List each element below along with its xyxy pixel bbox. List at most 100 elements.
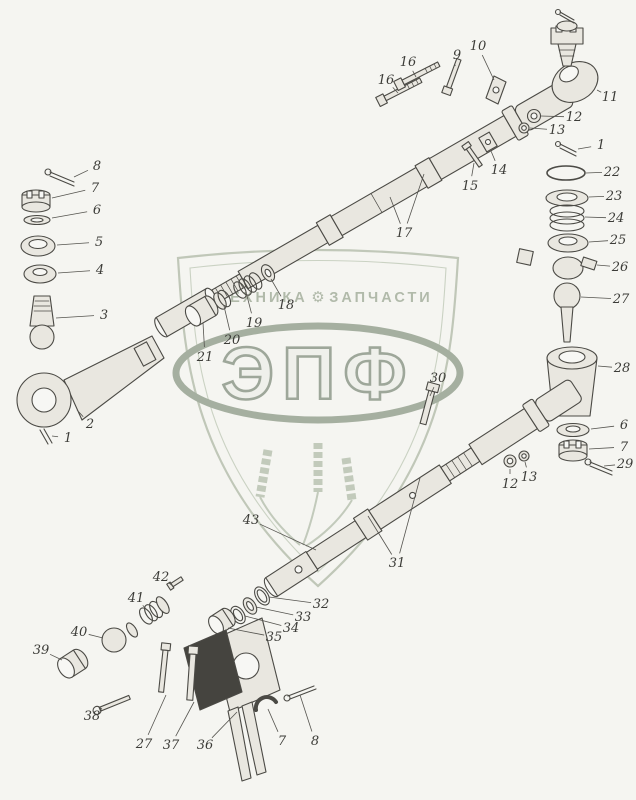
callout-label: 14 <box>491 163 508 178</box>
castle-nut <box>21 189 51 213</box>
callout-leader <box>211 711 238 739</box>
callout-label: 22 <box>603 165 621 180</box>
damper-parts <box>57 576 184 715</box>
callout-label: 13 <box>521 470 538 485</box>
ball-stud <box>29 295 55 350</box>
callout-label: 3 <box>100 308 108 323</box>
callout-leader <box>49 653 63 661</box>
callout-leader <box>596 89 602 93</box>
adjuster-bolt <box>419 381 441 426</box>
callout-leader <box>588 447 615 450</box>
callout-layer: 1616910111213122232425262728141517181920… <box>33 39 634 753</box>
callout-label: 1 <box>64 431 72 446</box>
callout-leader <box>147 694 167 736</box>
callout-leader <box>270 278 282 297</box>
right-tie-rod-end-parts <box>503 140 613 476</box>
spring-parts <box>184 264 276 327</box>
callout-label: 41 <box>127 591 145 606</box>
callout-label: 13 <box>549 123 566 138</box>
upper-ball-joint <box>550 8 599 103</box>
callout-leader <box>267 708 279 732</box>
callout-label: 7 <box>91 181 100 196</box>
callout-label: 29 <box>616 457 634 472</box>
brand-text-left: ТЕХНИКА <box>218 290 307 306</box>
callout-leader <box>223 305 231 331</box>
logo-oval <box>172 322 464 424</box>
callout-label: 16 <box>378 73 395 88</box>
callout-label: 43 <box>242 513 260 528</box>
brand-text-right: ЗАПЧАСТИ <box>329 290 432 306</box>
callout-leader <box>99 707 103 711</box>
gear-icon: ⚙ <box>311 288 324 306</box>
callout-label: 2 <box>85 417 94 432</box>
callout-label: 12 <box>502 477 519 492</box>
upper-nuts <box>518 108 542 134</box>
callout-leader <box>577 146 592 150</box>
callout-leader <box>299 694 313 732</box>
wheat-ornament <box>255 443 357 547</box>
callout-leader <box>481 54 495 81</box>
callout-label: 10 <box>470 39 487 54</box>
callout-label: 30 <box>430 371 447 386</box>
callout-leader <box>540 115 565 118</box>
logo-text: ЭПФ <box>222 332 415 415</box>
lower-tie-rod <box>263 379 582 598</box>
callout-leader <box>590 425 615 430</box>
callout-label: 27 <box>135 737 153 752</box>
callout-label: 16 <box>400 55 417 70</box>
callout-label: 26 <box>611 260 629 275</box>
callout-label: 18 <box>278 298 295 313</box>
callout-leader <box>268 596 312 604</box>
callout-leader <box>56 242 90 246</box>
callout-label: 7 <box>620 440 629 455</box>
ball-stud <box>553 282 581 343</box>
callout-label: 11 <box>602 90 619 105</box>
castle-nut <box>558 439 588 462</box>
tie-rod-end-housing <box>16 335 165 428</box>
callout-leader <box>471 162 475 177</box>
callout-label: 8 <box>311 734 319 749</box>
callout-leader <box>51 189 86 199</box>
callout-label: 4 <box>95 263 104 278</box>
drawing <box>16 8 613 782</box>
clamp-plate-assembly <box>158 617 317 782</box>
callout-label: 6 <box>620 418 628 433</box>
callout-label: 19 <box>246 316 263 331</box>
callout-label: 5 <box>95 235 103 250</box>
callout-label: 6 <box>93 203 101 218</box>
callout-leader <box>55 315 95 319</box>
callout-label: 33 <box>295 610 312 625</box>
shield-outline <box>176 248 460 588</box>
callout-label: 37 <box>163 738 180 753</box>
callout-label: 27 <box>612 292 630 307</box>
callout-leader <box>490 150 496 161</box>
callout-label: 32 <box>313 597 330 612</box>
watermark-shield: ТЕХНИКА ⚙ ЗАПЧАСТИ ЭПФ <box>172 248 464 588</box>
clamp-parts <box>461 131 498 168</box>
callout-leader <box>406 173 425 224</box>
callout-label: 12 <box>566 110 583 125</box>
callout-leader <box>76 409 84 417</box>
callout-label: 23 <box>605 189 623 204</box>
callout-leader <box>168 582 174 587</box>
callout-leader <box>259 523 317 551</box>
callout-label: 1 <box>597 138 605 153</box>
callout-leader <box>227 627 265 636</box>
callout-label: 38 <box>84 709 101 724</box>
callout-leader <box>73 169 89 178</box>
callout-label: 34 <box>283 621 300 636</box>
callout-leader <box>202 322 205 348</box>
callout-label: 39 <box>33 643 50 658</box>
callout-label: 7 <box>278 734 287 749</box>
callout-leader <box>246 295 252 314</box>
callout-label: 36 <box>197 738 214 753</box>
callout-leader <box>524 461 527 468</box>
callout-leader <box>597 365 613 368</box>
left-tie-rod-end-parts <box>16 168 165 445</box>
callout-label: 25 <box>609 233 627 248</box>
callout-label: 21 <box>196 350 214 365</box>
callout-label: 9 <box>453 48 461 63</box>
callout-leader <box>429 386 435 397</box>
